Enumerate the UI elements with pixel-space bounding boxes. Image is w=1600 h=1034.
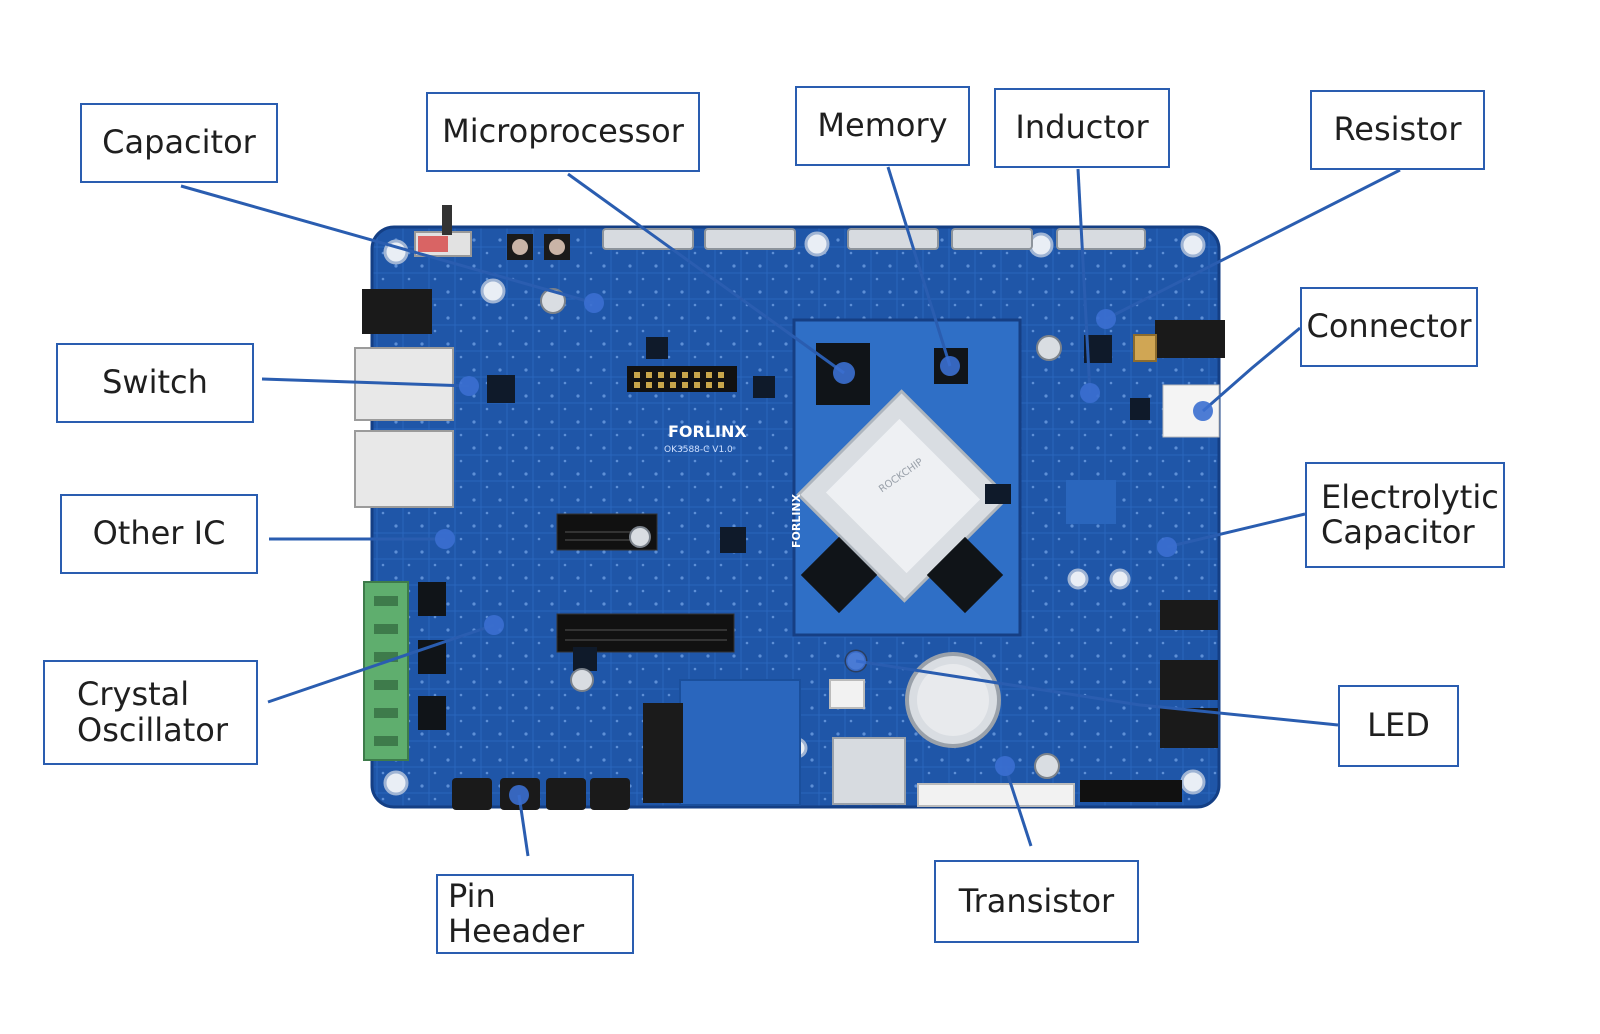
mounting-hole <box>1067 568 1089 590</box>
leader-line-inductor <box>1076 168 1092 394</box>
ethernet-port-2 <box>354 430 454 508</box>
label-inductor: Inductor <box>994 88 1170 168</box>
m2-connector <box>643 703 683 803</box>
board-model: OK3588-C V1.0 <box>664 445 733 455</box>
ddr-chip-right <box>926 536 1004 614</box>
dot-connector <box>1193 401 1213 421</box>
label-transistor: Transistor <box>934 860 1139 943</box>
label-led: LED <box>1338 685 1459 767</box>
main-soc-die <box>825 418 981 574</box>
leader-line-crystal <box>267 623 495 704</box>
dot-led <box>846 651 866 671</box>
mounting-hole <box>1028 232 1054 258</box>
mounting-hole <box>804 231 830 257</box>
label-other-ic: Other IC <box>60 494 258 574</box>
leader-line-pin-header <box>517 794 530 857</box>
leader-line-microprocessor <box>567 172 845 375</box>
mounting-hole <box>480 278 506 304</box>
leader-line-memory <box>886 166 952 367</box>
callout-lines <box>180 166 1401 857</box>
leader-line-switch <box>261 377 470 388</box>
mounting-hole <box>1109 568 1131 590</box>
electrolytic-capacitors <box>540 288 1062 779</box>
som-brand: FORLINX <box>790 493 803 548</box>
leader-line-resistor <box>1105 168 1401 321</box>
board-brand: FORLINX <box>668 422 747 441</box>
dc-jack <box>362 289 432 334</box>
dot-capacitor <box>584 293 604 313</box>
label-memory: Memory <box>795 86 970 166</box>
ddr-chip-left <box>800 536 878 614</box>
leader-line-capacitor <box>180 184 595 305</box>
dot-inductor <box>1080 383 1100 403</box>
mounting-hole <box>1180 232 1206 258</box>
top-fpc-connectors <box>602 228 1146 250</box>
terminal-block <box>363 581 409 761</box>
inductor-part <box>1133 334 1157 362</box>
label-pin-header: Pin Heeader <box>436 874 634 954</box>
leader-line-electrolytic <box>1166 512 1306 549</box>
right-port-3 <box>1160 708 1218 748</box>
small-white-connector <box>829 679 865 709</box>
right-port-2 <box>1160 660 1218 700</box>
sd-card-slot <box>832 737 906 805</box>
pcie-slot-2 <box>556 613 735 653</box>
slide-switch-red <box>418 236 448 252</box>
label-capacitor: Capacitor <box>80 103 278 183</box>
label-resistor: Resistor <box>1310 90 1485 170</box>
leader-line-led <box>855 659 1339 727</box>
tactile-buttons <box>507 234 570 260</box>
audio-jack <box>1155 320 1225 358</box>
m2-area <box>679 679 801 806</box>
pin-header-strip <box>627 366 737 392</box>
bottom-white-connector <box>917 783 1075 807</box>
mounting-hole <box>383 770 409 796</box>
callout-dots <box>435 293 1213 805</box>
label-microprocessor: Microprocessor <box>426 92 700 172</box>
leader-line-connector <box>1202 326 1301 413</box>
dot-memory <box>940 356 960 376</box>
pin-header-pins <box>634 372 724 388</box>
bottom-pin-header <box>1080 780 1182 802</box>
label-crystal-oscillator: Crystal Oscillator <box>43 660 258 765</box>
slide-switch-knob <box>442 205 452 235</box>
dot-other-ic <box>435 529 455 549</box>
label-electrolytic-capacitor: Electrolytic Capacitor <box>1305 462 1505 568</box>
label-switch: Switch <box>56 343 254 423</box>
dot-electrolytic <box>1157 537 1177 557</box>
label-connector: Connector <box>1300 287 1478 367</box>
dot-transistor <box>995 756 1015 776</box>
right-port-1 <box>1160 600 1218 630</box>
dot-crystal <box>484 615 504 635</box>
scattered-ics <box>487 335 1150 671</box>
dot-resistor <box>1096 309 1116 329</box>
smd-column <box>418 582 446 730</box>
leader-line-transistor <box>1003 765 1033 847</box>
mounting-hole <box>1180 769 1206 795</box>
dot-microprocessor <box>833 362 855 384</box>
terminal-screws <box>374 596 398 746</box>
dot-switch <box>459 376 479 396</box>
dot-pin-header <box>509 785 529 805</box>
